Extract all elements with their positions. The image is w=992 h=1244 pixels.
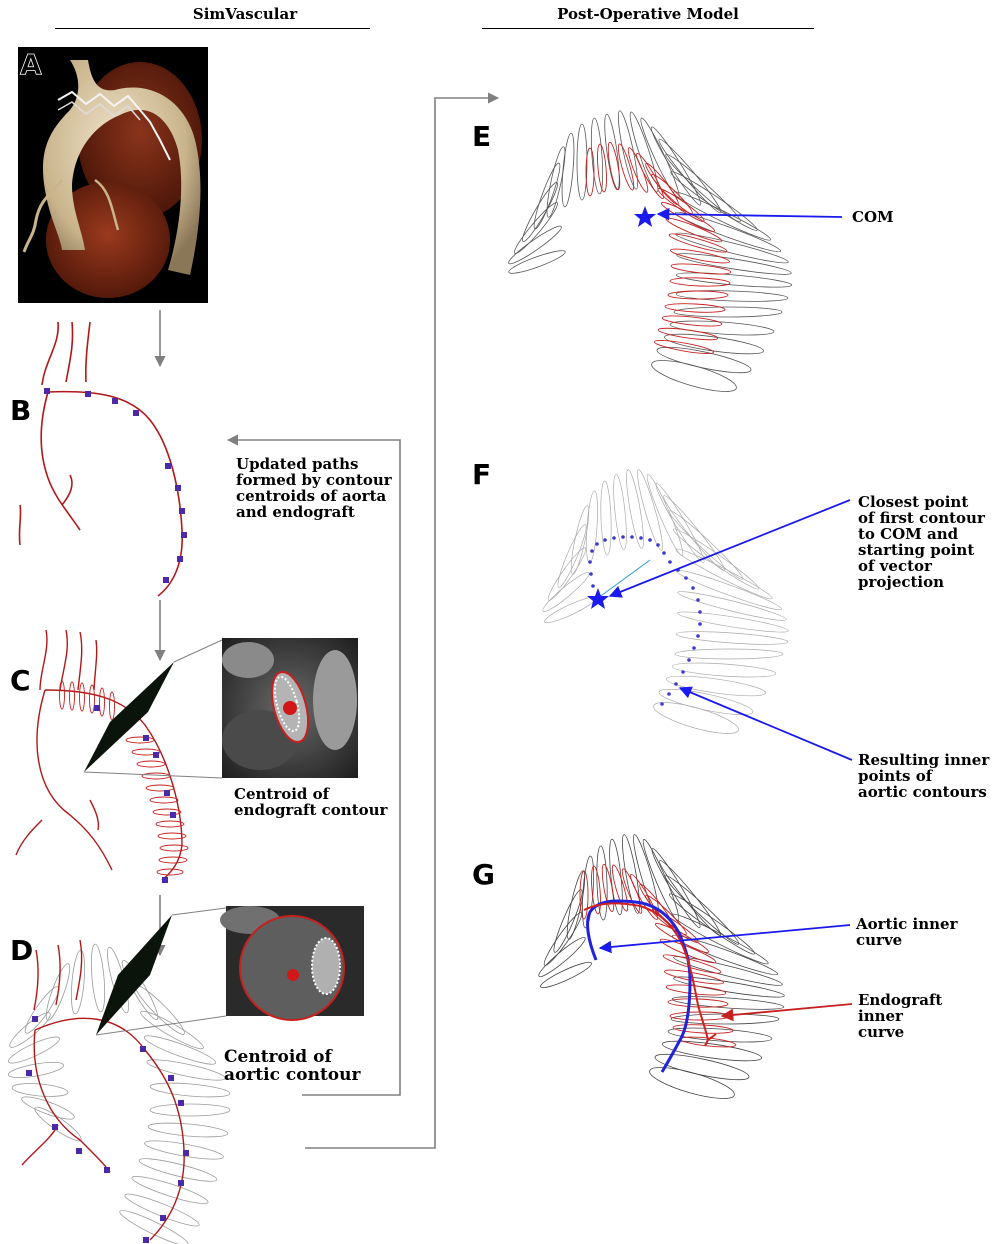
caption-aortic-inner: Aortic inner curve bbox=[856, 916, 957, 948]
panel-f-inner-points bbox=[588, 535, 702, 706]
panel-d-leader bbox=[172, 908, 226, 915]
panel-g-aortic-inner-curve bbox=[588, 901, 690, 1072]
caption-closest-point: Closest point of first contour to COM an… bbox=[858, 494, 985, 590]
panel-f-projection-vector bbox=[598, 560, 650, 598]
panel-e-endograft-contours bbox=[586, 142, 731, 356]
panel-letter-g: G bbox=[472, 858, 495, 891]
panel-a-render bbox=[18, 47, 208, 303]
panel-letter-d: D bbox=[10, 934, 33, 967]
panel-g-aortic-inner-arrow bbox=[600, 925, 850, 948]
star-icon bbox=[587, 588, 609, 609]
panel-letter-e: E bbox=[472, 120, 491, 153]
panel-c-cutting-plane bbox=[84, 662, 174, 772]
panel-b-paths bbox=[19, 322, 182, 596]
panel-f-inner-points-arrow bbox=[680, 688, 852, 760]
panel-f-aortic-contours bbox=[540, 468, 789, 739]
panel-g-aortic-contours bbox=[536, 833, 785, 1104]
caption-centroid-endograft: Centroid of endograft contour bbox=[234, 786, 387, 818]
star-icon bbox=[634, 206, 656, 227]
panel-c-leader bbox=[174, 640, 222, 662]
panel-g-endograft-contours bbox=[580, 864, 736, 1049]
panel-d-ct-inset bbox=[220, 906, 364, 1020]
caption-updated-paths: Updated paths formed by contour centroid… bbox=[236, 456, 392, 520]
panel-letter-a: A bbox=[20, 48, 42, 81]
panel-b-markers bbox=[44, 388, 187, 583]
panel-letter-b: B bbox=[10, 394, 31, 427]
panel-c-ct-inset bbox=[222, 638, 358, 778]
panel-e-com-arrow bbox=[658, 214, 842, 217]
caption-centroid-aortic: Centroid of aortic contour bbox=[224, 1048, 360, 1084]
panel-letter-f: F bbox=[472, 458, 491, 491]
panel-letter-c: C bbox=[10, 664, 31, 697]
panel-d-paths bbox=[22, 940, 184, 1240]
panel-g-endograft-inner-arrow bbox=[722, 1004, 852, 1016]
caption-com: COM bbox=[852, 209, 894, 225]
caption-endograft-inner: Endograft inner curve bbox=[858, 992, 992, 1040]
caption-resulting-inner: Resulting inner points of aortic contour… bbox=[858, 752, 989, 800]
panel-e-aortic-contours bbox=[506, 110, 792, 398]
